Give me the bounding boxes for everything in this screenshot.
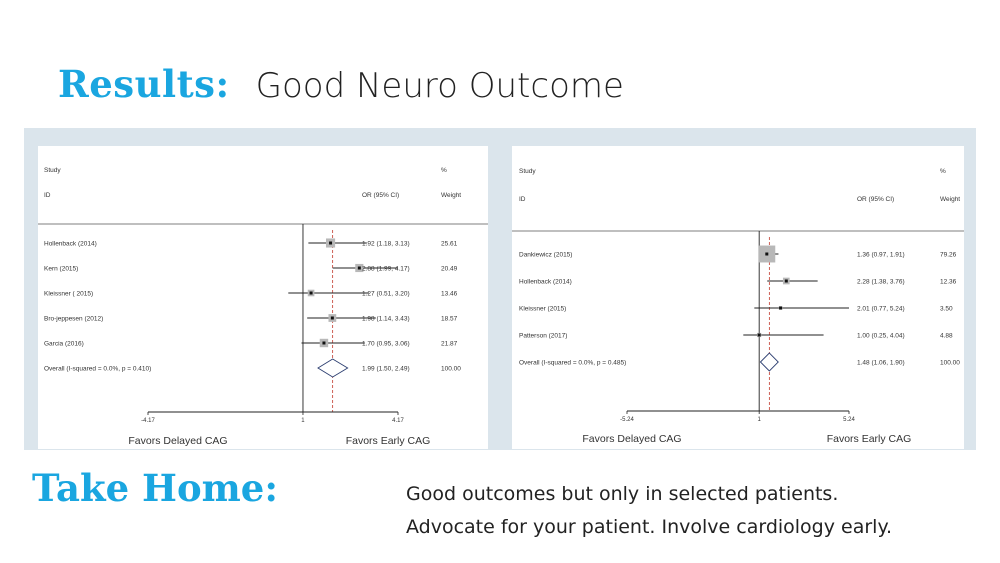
weight-value: 18.57	[441, 316, 458, 323]
study-name: Dankiewicz (2015)	[519, 252, 572, 259]
header-id: ID	[519, 196, 526, 203]
slide-title: Results: Good Neuro Outcome	[58, 62, 624, 112]
weight-value: 21.87	[441, 341, 458, 348]
header-weight: Weight	[441, 192, 461, 199]
or-ci-value: 1.98 (1.14, 3.43)	[362, 316, 410, 323]
weight-value: 4.88	[940, 333, 953, 340]
overall-diamond	[759, 352, 779, 372]
weight-value: 79.26	[940, 252, 957, 259]
study-name: Garcia (2016)	[44, 341, 84, 348]
results-heading: Results:	[58, 62, 230, 106]
overall-diamond	[317, 358, 349, 378]
title-text: Good Neuro Outcome	[255, 66, 624, 106]
study-name: Hollenback (2014)	[519, 279, 572, 286]
study-name: Kern (2015)	[44, 266, 78, 273]
point-estimate	[357, 266, 361, 270]
or-ci-value: 1.00 (0.25, 4.04)	[857, 333, 905, 340]
overall-weight-value: 100.00	[940, 360, 960, 367]
x-tick-label: 1	[758, 417, 762, 423]
weight-value: 20.49	[441, 266, 458, 273]
point-estimate	[784, 279, 788, 283]
x-tick-label: 5.24	[843, 417, 855, 423]
take-home-message-1: Good outcomes but only in selected patie…	[406, 483, 839, 505]
or-ci-value: 1.92 (1.18, 3.13)	[362, 241, 410, 248]
point-estimate	[329, 241, 333, 245]
weight-value: 12.36	[940, 279, 957, 286]
study-name: Kleissner ( 2015)	[44, 291, 93, 298]
or-ci-value: 2.88 (1.99, 4.17)	[362, 266, 410, 273]
overall-or-ci-value: 1.99 (1.50, 2.49)	[362, 366, 410, 373]
favors-right-label: Favors Early CAG	[827, 433, 912, 445]
point-estimate	[330, 316, 334, 320]
header-study: Study	[519, 168, 536, 175]
x-tick-label: -4.17	[141, 418, 155, 424]
weight-value: 25.61	[441, 241, 458, 248]
point-estimate	[765, 252, 769, 256]
study-name: Hollenback (2014)	[44, 241, 97, 248]
x-tick-label: 1	[301, 418, 305, 424]
header-study: Study	[44, 167, 61, 174]
or-ci-value: 1.27 (0.51, 3.20)	[362, 291, 410, 298]
take-home-message-2: Advocate for your patient. Involve cardi…	[406, 516, 893, 538]
favors-right-label: Favors Early CAG	[346, 435, 431, 447]
header-or-ci: OR (95% CI)	[857, 196, 894, 203]
or-ci-value: 2.01 (0.77, 5.24)	[857, 306, 905, 313]
header-percent: %	[441, 167, 447, 174]
study-name: Kleissner (2015)	[519, 306, 566, 313]
x-tick-label: -5.24	[620, 417, 634, 423]
study-name: Patterson (2017)	[519, 333, 567, 340]
overall-weight-value: 100.00	[441, 366, 461, 373]
overall-or-ci-value: 1.48 (1.06, 1.90)	[857, 360, 905, 367]
point-estimate	[779, 306, 783, 310]
weight-value: 3.50	[940, 306, 953, 313]
header-weight: Weight	[940, 196, 960, 203]
or-ci-value: 1.70 (0.95, 3.06)	[362, 341, 410, 348]
favors-left-label: Favors Delayed CAG	[128, 435, 227, 447]
favors-left-label: Favors Delayed CAG	[582, 433, 681, 445]
or-ci-value: 2.28 (1.38, 3.76)	[857, 279, 905, 286]
take-home-heading: Take Home:	[32, 466, 279, 510]
point-estimate	[322, 341, 326, 345]
weight-value: 13.46	[441, 291, 458, 298]
header-percent: %	[940, 168, 946, 175]
study-name: Bro-jeppesen (2012)	[44, 316, 103, 323]
point-estimate	[757, 333, 761, 337]
point-estimate	[309, 291, 313, 295]
header-id: ID	[44, 192, 51, 199]
overall-name: Overall (I-squared = 0.0%, p = 0.485)	[519, 360, 626, 367]
header-or-ci: OR (95% CI)	[362, 192, 399, 199]
overall-name: Overall (I-squared = 0.0%, p = 0.410)	[44, 366, 151, 373]
or-ci-value: 1.36 (0.97, 1.91)	[857, 252, 905, 259]
x-tick-label: 4.17	[392, 418, 404, 424]
